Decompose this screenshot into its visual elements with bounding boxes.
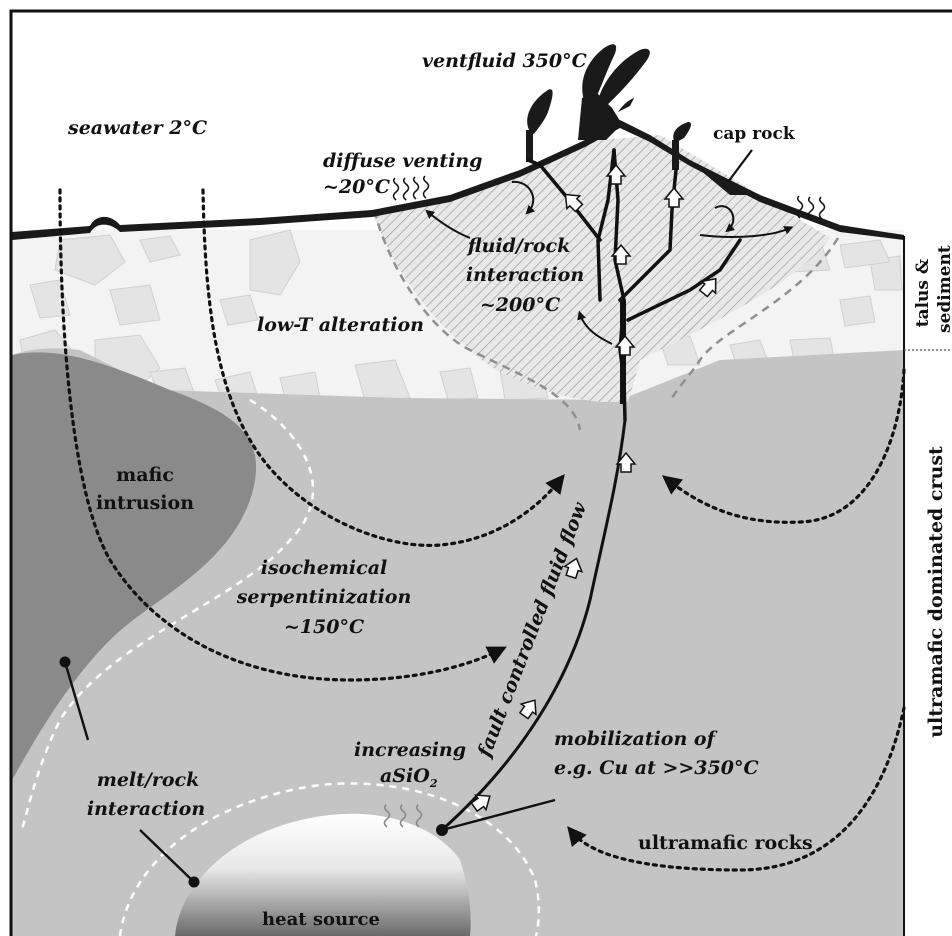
melt-rock-label-2: interaction	[87, 798, 205, 820]
chimney-right	[672, 140, 679, 170]
asio2-text: aSiO	[380, 765, 430, 787]
caprock-label: cap rock	[713, 124, 796, 144]
sediment-label: sediment	[935, 245, 952, 333]
mobilization-point	[436, 824, 448, 836]
fluid-rock-temp-label: ~200°C	[480, 294, 560, 316]
isochemical-label: isochemical	[261, 557, 387, 579]
ventfluid-label: ventfluid 350°C	[422, 50, 587, 72]
melt-rock-label-1: melt/rock	[97, 769, 200, 791]
mobilization-label-2: e.g. Cu at >>350°C	[554, 757, 759, 779]
increasing-label: increasing	[354, 739, 466, 761]
heat-source-label: heat source	[262, 909, 380, 930]
intrusion-label: intrusion	[96, 492, 194, 514]
ultramafic-crust-label: ultramafic dominated crust	[925, 446, 947, 738]
diffuse-venting-label: diffuse venting	[323, 150, 482, 172]
mafic-label: mafic	[116, 464, 174, 486]
ultramafic-rocks-label: ultramafic rocks	[638, 832, 813, 854]
low-t-alteration-label: low-T alteration	[257, 314, 424, 336]
fluid-rock-label-2: interaction	[466, 264, 584, 286]
chimney-left	[526, 130, 533, 162]
serpentinization-label: serpentinization	[236, 586, 412, 608]
fluid-rock-label-1: fluid/rock	[466, 235, 571, 257]
talus-label: talus &	[913, 258, 933, 327]
seawater-label: seawater 2°C	[67, 117, 207, 139]
asio2-subscript: 2	[429, 777, 438, 790]
asio2-label: aSiO2	[380, 765, 438, 790]
diffuse-temp-label: ~20°C	[323, 176, 390, 198]
mobilization-label-1: mobilization of	[554, 728, 718, 750]
serpentinization-temp-label: ~150°C	[284, 616, 364, 638]
